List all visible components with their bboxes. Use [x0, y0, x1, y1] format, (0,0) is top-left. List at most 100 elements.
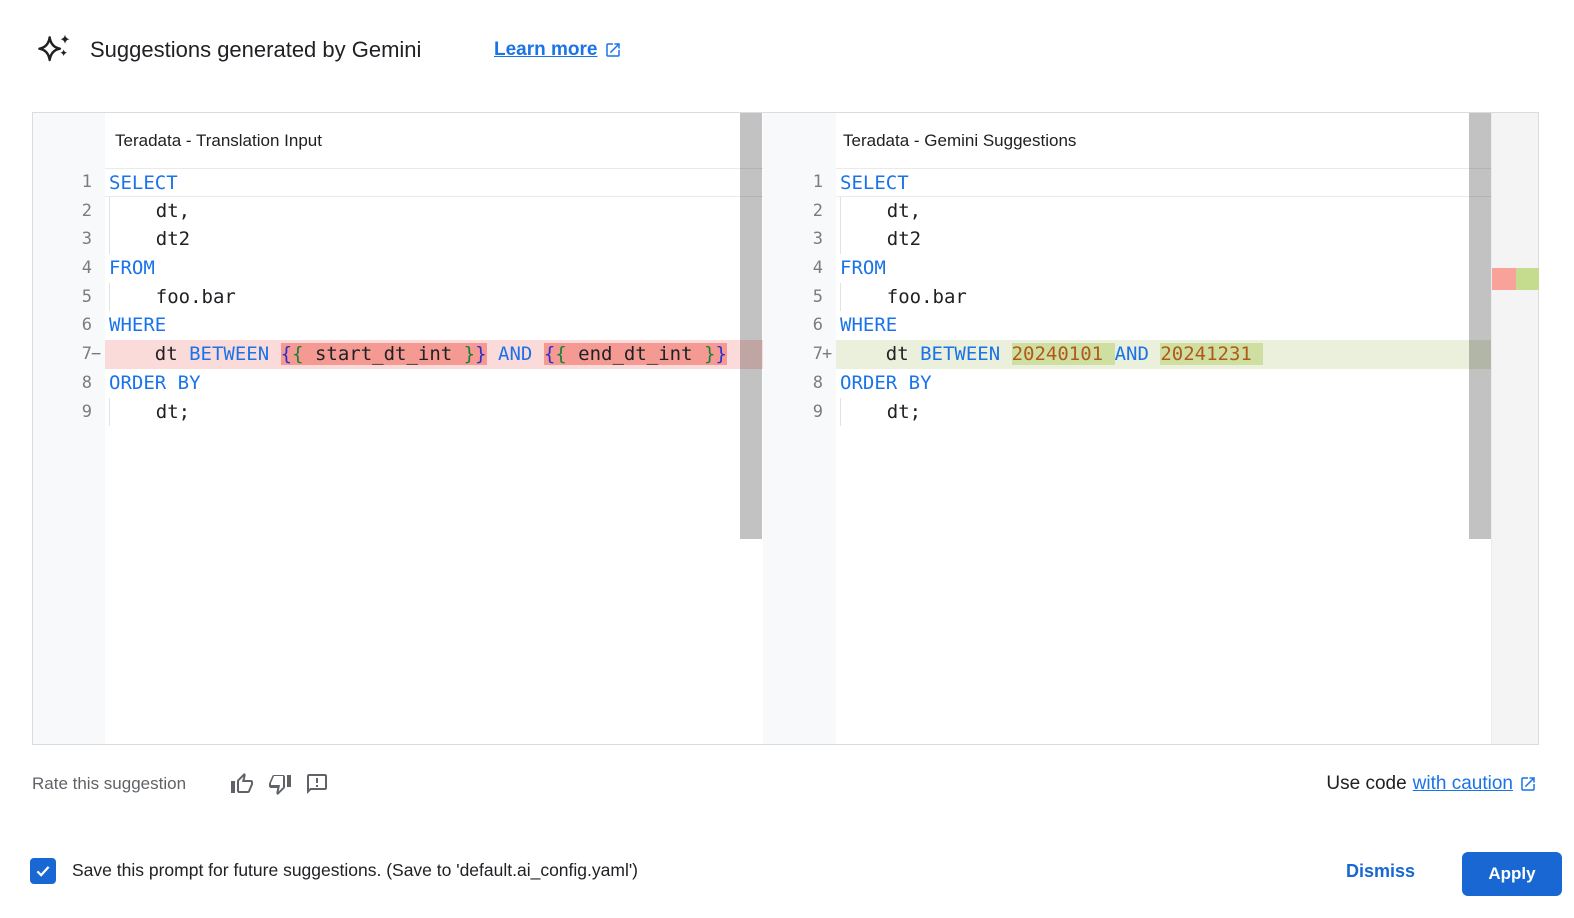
code-token	[1149, 343, 1160, 365]
code-token: dt;	[841, 400, 922, 423]
code-line: 6 WHERE	[763, 311, 1491, 340]
gemini-sparkle-icon	[38, 34, 70, 62]
code-text: SELECT	[836, 168, 1491, 197]
code-text: dt,	[836, 196, 1491, 226]
code-token	[487, 343, 498, 365]
code-text: dt;	[836, 397, 1491, 427]
apply-button[interactable]: Apply	[1462, 852, 1562, 896]
code-token: SELECT	[109, 172, 178, 194]
learn-more-link[interactable]: Learn more	[494, 39, 622, 61]
code-token: {	[280, 343, 293, 366]
line-number-gutter	[763, 113, 836, 744]
source-scrollbar[interactable]	[740, 113, 762, 539]
code-line: 5 foo.bar	[33, 282, 763, 312]
code-token: dt,	[841, 199, 922, 222]
line-number: 5	[812, 286, 823, 307]
line-number: 5	[81, 286, 92, 307]
external-link-icon	[606, 43, 621, 57]
code-line: 1 SELECT	[33, 168, 763, 197]
code-text: WHERE	[836, 311, 1491, 340]
code-line: 7− dt BETWEEN {{ start_dt_int }} AND {{ …	[33, 340, 763, 369]
code-token: BETWEEN	[920, 343, 1001, 366]
line-number: 2	[812, 200, 823, 221]
code-token: AND	[1114, 343, 1149, 366]
thumbs-down-icon	[269, 775, 291, 795]
code-token: FROM	[840, 257, 886, 280]
code-line: 9 dt;	[763, 397, 1491, 427]
line-number: 6	[812, 315, 823, 336]
code-token	[1000, 343, 1011, 365]
code-token: ORDER BY	[109, 371, 201, 394]
save-prompt-label: Save this prompt for future suggestions.…	[72, 860, 638, 880]
code-line: 7+ dt BETWEEN 20240101 AND 20241231	[763, 340, 1491, 369]
thumbs-down-button[interactable]	[266, 770, 294, 798]
code-text: dt,	[105, 196, 763, 226]
learn-more-label: Learn more	[494, 39, 598, 60]
code-token: {	[543, 343, 556, 366]
line-number: 6	[81, 315, 92, 336]
code-text: dt BETWEEN 20240101 AND 20241231	[836, 340, 1491, 369]
code-token: {	[555, 343, 567, 366]
with-caution-link[interactable]: with caution	[1412, 773, 1513, 794]
line-number: 9	[81, 401, 92, 422]
code-line: 3 dt2	[33, 225, 763, 255]
code-text: dt2	[836, 225, 1491, 255]
code-token: ORDER BY	[840, 371, 932, 394]
thumbs-up-icon	[231, 773, 253, 793]
code-token: dt2	[841, 228, 922, 251]
line-number: 1	[81, 172, 92, 192]
use-code-label: Use code	[1326, 773, 1407, 794]
external-link-icon	[1521, 777, 1535, 791]
code-line: 3 dt2	[763, 225, 1491, 255]
code-token	[532, 343, 543, 365]
thumbs-up-button[interactable]	[228, 770, 256, 798]
code-token: foo.bar	[110, 285, 236, 308]
line-number: 2	[81, 200, 92, 221]
line-number: 8	[812, 372, 823, 393]
line-number: 7−	[33, 340, 105, 369]
code-text: ORDER BY	[105, 369, 763, 398]
code-text: dt;	[105, 397, 763, 427]
code-line: 8 ORDER BY	[763, 369, 1491, 398]
code-token	[269, 343, 280, 365]
save-prompt-checkbox[interactable]	[30, 858, 56, 884]
line-number-gutter	[33, 113, 105, 744]
code-token: end_dt_int	[566, 343, 704, 366]
code-line: 2 dt,	[33, 196, 763, 226]
rate-label: Rate this suggestion	[32, 774, 187, 793]
code-token: AND	[498, 343, 533, 366]
indent-guide	[109, 397, 110, 427]
diff-overview-ruler[interactable]	[1491, 113, 1539, 744]
suggestion-scrollbar[interactable]	[1469, 113, 1491, 539]
code-token: 20241231	[1160, 343, 1264, 366]
feedback-button[interactable]	[303, 770, 331, 798]
indent-guide	[840, 225, 841, 255]
line-number: 3	[812, 229, 823, 250]
code-line: 9 dt;	[33, 397, 763, 427]
dismiss-button[interactable]: Dismiss	[1346, 861, 1416, 881]
code-token: 20240101	[1011, 343, 1115, 366]
source-editor-title: Teradata - Translation Input	[115, 130, 322, 150]
code-text: ORDER BY	[836, 369, 1491, 398]
indent-guide	[109, 225, 110, 255]
code-text: FROM	[105, 254, 763, 283]
line-number: 1	[812, 172, 823, 192]
code-token: dt;	[110, 400, 191, 423]
code-text: SELECT	[105, 168, 763, 197]
code-token: FROM	[109, 257, 155, 280]
indent-guide	[840, 397, 841, 427]
suggestion-editor-title: Teradata - Gemini Suggestions	[843, 130, 1077, 150]
checkmark-icon	[36, 866, 50, 877]
code-token: SELECT	[840, 172, 909, 194]
code-line: 2 dt,	[763, 196, 1491, 226]
bottom-bar: Save this prompt for future suggestions.…	[0, 846, 1574, 902]
code-line: 5 foo.bar	[763, 282, 1491, 312]
code-token: dt2	[110, 228, 191, 251]
code-token: {	[292, 343, 304, 366]
code-token: }	[475, 343, 487, 366]
